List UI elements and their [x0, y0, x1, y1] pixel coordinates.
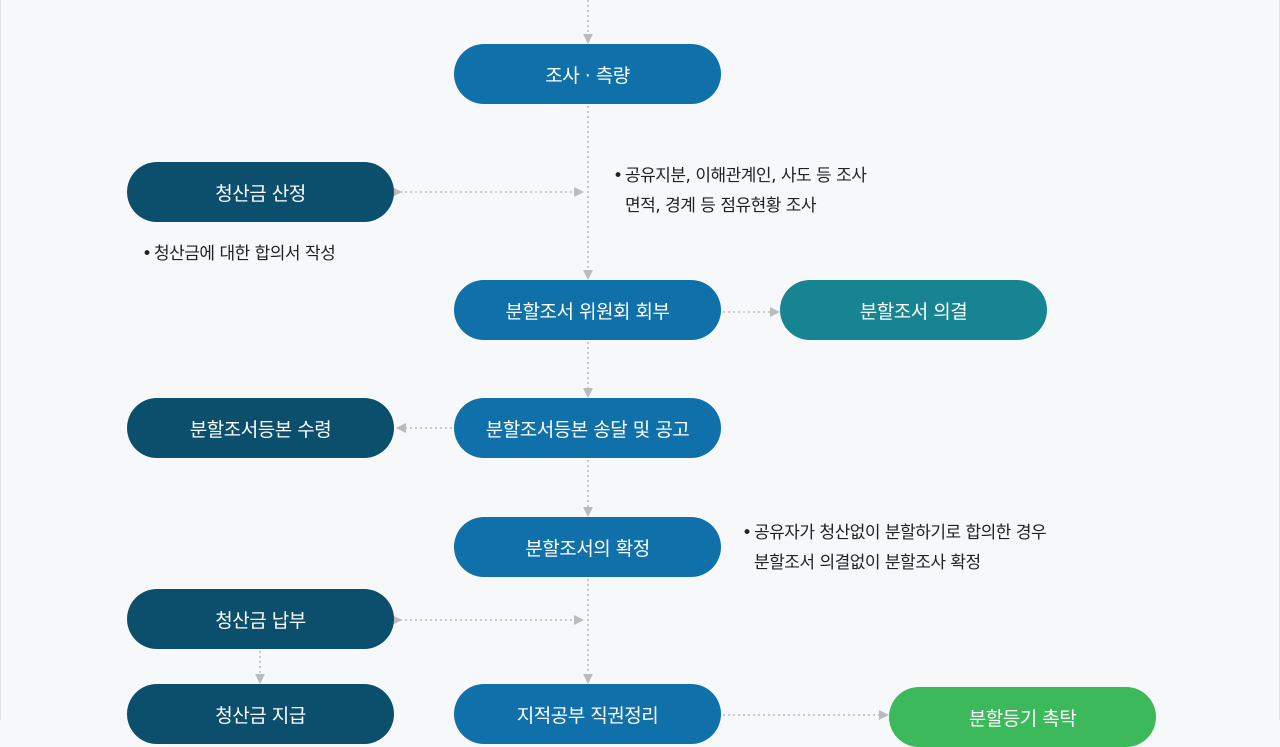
note-line: 분할조서 의결없이 분할조사 확정	[754, 553, 981, 573]
node-label: 청산금 납부	[215, 609, 306, 632]
bullet-icon: •	[742, 523, 752, 543]
node-settlement-calc: 청산금 산정	[127, 162, 394, 222]
note-settlement: • 청산금에 대한 합의서 작성	[142, 239, 336, 269]
connectors	[255, 0, 889, 720]
node-settlement-payout: 청산금 지급	[127, 684, 394, 744]
note-line: 면적, 경계 등 점유현황 조사	[625, 196, 817, 216]
note-confirmation: • 공유자가 청산없이 분할하기로 합의한 경우 분할조서 의결없이 분할조사 …	[742, 518, 1047, 578]
node-label: 청산금 지급	[215, 704, 306, 727]
node-registration: 분할등기 촉탁	[889, 687, 1156, 747]
node-resolution: 분할조서 의결	[780, 280, 1047, 340]
node-settlement-payment: 청산금 납부	[127, 589, 394, 649]
node-copy-receipt: 분할조서등본 수령	[127, 398, 394, 458]
node-cadastral: 지적공부 직권정리	[454, 684, 721, 744]
note-line: 청산금에 대한 합의서 작성	[154, 244, 336, 264]
node-label: 분할조서 의결	[859, 300, 968, 323]
node-label: 지적공부 직권정리	[516, 704, 659, 727]
note-survey: • 공유지분, 이해관계인, 사도 등 조사 면적, 경계 등 점유현황 조사	[613, 161, 867, 221]
node-survey: 조사 · 측량	[454, 44, 721, 104]
bullet-icon: •	[613, 166, 623, 186]
note-line: 공유자가 청산없이 분할하기로 합의한 경우	[754, 523, 1047, 543]
node-committee: 분할조서 위원회 회부	[454, 280, 721, 340]
node-label: 분할조서등본 송달 및 공고	[485, 418, 690, 441]
node-label: 청산금 산정	[215, 182, 306, 205]
node-label: 분할조서의 확정	[525, 537, 650, 560]
node-label: 분할등기 촉탁	[968, 707, 1077, 730]
node-label: 분할조서등본 수령	[189, 418, 332, 441]
bullet-icon: •	[142, 244, 152, 264]
node-copy-delivery: 분할조서등본 송달 및 공고	[454, 398, 721, 458]
node-confirmation: 분할조서의 확정	[454, 517, 721, 577]
node-label: 조사 · 측량	[545, 64, 630, 87]
note-line: 공유지분, 이해관계인, 사도 등 조사	[625, 166, 867, 186]
node-label: 분할조서 위원회 회부	[505, 300, 670, 323]
